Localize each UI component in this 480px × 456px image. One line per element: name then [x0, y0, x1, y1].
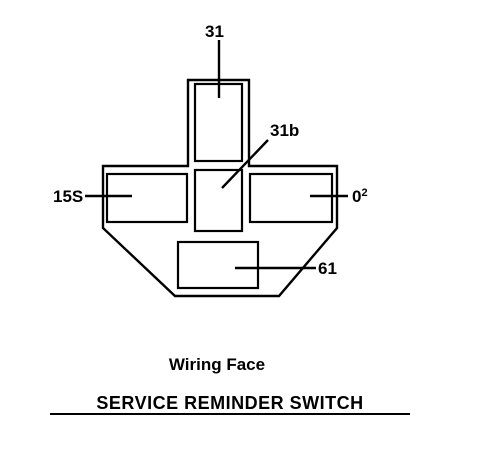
- pin-label-31: 31: [205, 22, 224, 41]
- leader-line-31b: [221, 139, 269, 189]
- pin-label-61: 61: [318, 259, 337, 278]
- pin-label-0-2-base: 0: [352, 187, 361, 206]
- terminal-slot-61: [176, 240, 260, 290]
- connector-housing: [101, 78, 339, 298]
- caption-title: SERVICE REMINDER SWITCH: [96, 393, 363, 413]
- terminal-slot-15S: [105, 172, 189, 224]
- pin-label-0-2-superscript: 2: [361, 187, 367, 199]
- pin-label-31b: 31b: [270, 121, 299, 140]
- caption-subtitle: Wiring Face: [169, 355, 265, 374]
- pin-label-0-2: 02: [352, 187, 368, 206]
- pin-label-15S: 15S: [53, 187, 83, 206]
- terminal-slot-31b: [193, 168, 244, 233]
- terminal-slot-0-2: [248, 172, 334, 224]
